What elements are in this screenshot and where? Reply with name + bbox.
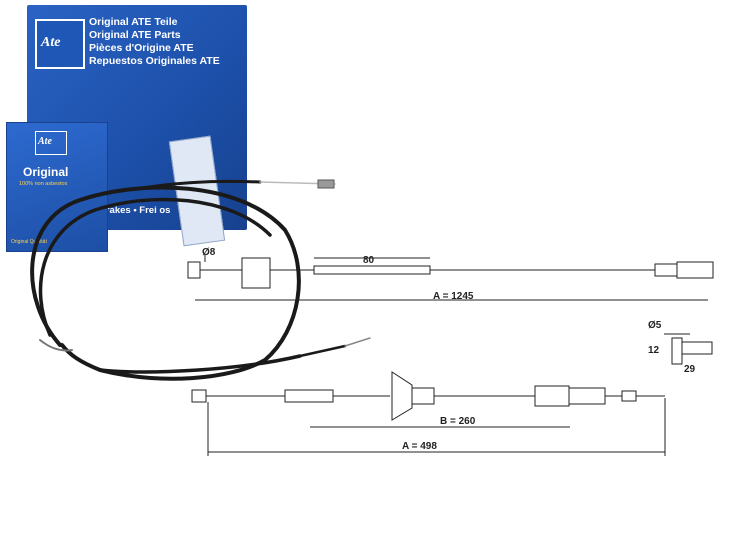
- brake-cable-photo: [30, 179, 371, 381]
- small-ate-logo-text: Ate: [38, 136, 52, 147]
- label-length-a1: A = 1245: [433, 291, 474, 302]
- label-dim-12: 12: [648, 345, 660, 356]
- label-diameter-5: Ø5: [648, 320, 662, 331]
- small-box-sub: 100% non asbestos: [19, 181, 68, 187]
- detail-end-fitting: [664, 333, 713, 365]
- package-line-fr: Pièces d'Origine ATE: [89, 42, 194, 54]
- small-package-box: Ate Original 100% non asbestos Original …: [6, 122, 108, 252]
- cable-drawing-bottom: [191, 371, 666, 456]
- small-box-title: Original: [23, 165, 69, 179]
- package-line-de: Original ATE Teile: [89, 16, 178, 28]
- cable-drawing-top: [187, 255, 714, 301]
- package-line-en: Original ATE Parts: [89, 29, 181, 41]
- package-text-lines: Original ATE Teile Original ATE Parts Pi…: [89, 16, 220, 68]
- ate-logo: Ate: [35, 19, 85, 69]
- label-diameter-8: Ø8: [202, 247, 216, 258]
- label-length-80: 80: [363, 255, 375, 266]
- small-ate-logo: Ate: [35, 131, 67, 155]
- ate-logo-text: Ate: [41, 35, 61, 50]
- label-length-b: B = 260: [440, 416, 476, 427]
- label-dim-29: 29: [684, 364, 696, 375]
- small-box-bottom: Original Qualität: [11, 239, 47, 245]
- package-line-es: Repuestos Originales ATE: [89, 55, 220, 67]
- label-length-a2: A = 498: [402, 441, 437, 452]
- package-brakes-strip: Brakes • Frei os: [99, 205, 171, 216]
